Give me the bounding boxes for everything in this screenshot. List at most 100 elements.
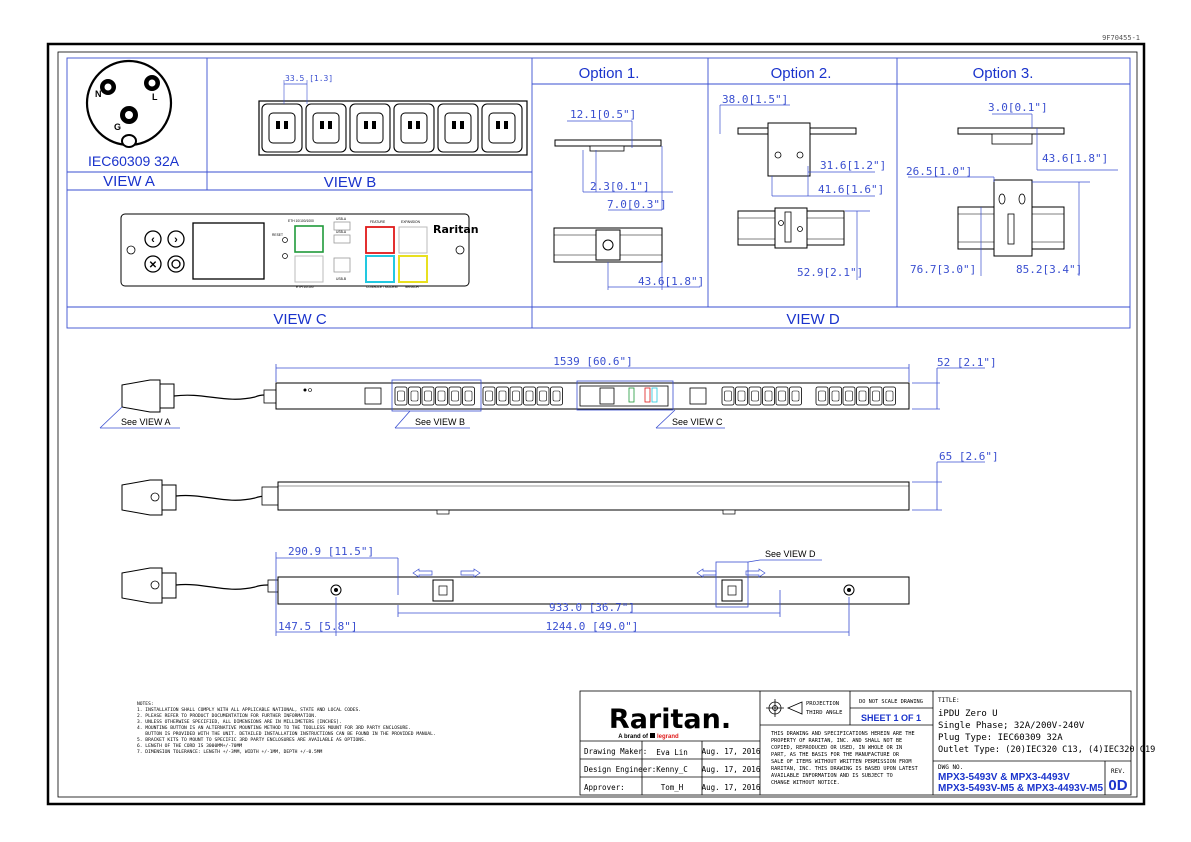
- front-outlet-socket-icon: [485, 390, 493, 402]
- see-view-c: See VIEW C: [672, 417, 723, 427]
- front-outlet-icon: [748, 386, 762, 406]
- option-2-dimlines: [719, 104, 875, 280]
- see-view-d: See VIEW D: [765, 549, 816, 559]
- outlet-socket-icon: [356, 112, 384, 144]
- outlet-socket-icon: [312, 112, 340, 144]
- svg-text:›: ›: [174, 234, 178, 246]
- outer-border: [46, 42, 1146, 806]
- title-line: iPDU Zero U: [938, 709, 998, 719]
- outlet-socket-icon: [488, 112, 516, 144]
- view-grid: [66, 57, 1131, 329]
- note-line: 2. PLEASE REFER TO PRODUCT DOCUMENTATION…: [137, 713, 317, 719]
- front-outlet-socket-icon: [498, 390, 507, 402]
- front-outlet-icon: [775, 386, 789, 406]
- sheet-number: SHEET 1 OF 1: [861, 713, 921, 723]
- option-1-dim: 43.6[1.8"]: [638, 275, 704, 288]
- row-name: Eva Lin: [656, 748, 688, 757]
- front-outlet-socket-icon: [737, 390, 746, 402]
- front-outlet-socket-icon: [437, 390, 446, 402]
- note-line: BUTTON IS PROVIDED WITH THE UNIT. DETAIL…: [137, 731, 436, 737]
- side-dimlines: [912, 461, 985, 511]
- option-1-dim: 7.0[0.3"]: [607, 198, 667, 211]
- front-outlet-socket-icon: [872, 390, 880, 402]
- socket-letter-g: G: [114, 122, 121, 132]
- option-1-dim: 12.1[0.5"]: [570, 108, 636, 121]
- outlet-icon: [393, 103, 435, 153]
- outlet-icon: [305, 103, 347, 153]
- approval-rows: Drawing Maker: Eva Lin Aug. 17, 2016 Des…: [584, 747, 761, 792]
- panel-label: RESET: [272, 233, 283, 237]
- svg-text:‹: ‹: [151, 234, 155, 246]
- outlet-pin-icon: [416, 121, 420, 129]
- front-outlet-icon: [883, 386, 896, 406]
- outlet-socket-icon: [444, 112, 472, 144]
- disclaimer-line: AVAILABLE INFORMATION AND IS SUBJECT TO: [771, 773, 893, 779]
- front-outlet-socket-icon: [424, 390, 432, 402]
- rear-dim-3: 147.5 [5.8"]: [278, 620, 357, 633]
- rear-dim-2: 933.0 [36.7"]: [549, 601, 635, 614]
- outlet-pin-icon: [284, 121, 288, 129]
- disclaimer-line: PART, AS THE BASIS FOR THE MANUFACTURE O…: [771, 752, 900, 758]
- front-outlet-icon: [762, 386, 775, 406]
- option-1-dimlines: [567, 120, 700, 290]
- note-line: 6. LENGTH OF THE CORD IS 3000MM+/-70MM: [137, 743, 242, 749]
- note-line: 1. INSTALLATION SHALL COMPLY WITH ALL AP…: [137, 707, 361, 713]
- option-3-dim: 3.0[0.1"]: [988, 101, 1048, 114]
- option-3-dim: 26.5[1.0"]: [906, 165, 972, 178]
- outlet-pin-icon: [408, 121, 412, 129]
- front-outlet-socket-icon: [831, 390, 840, 402]
- disclaimer-line: CHANGE WITHOUT NOTICE.: [771, 780, 840, 786]
- projection-symbol-icon: [766, 699, 803, 717]
- rear-dimlines: [275, 552, 850, 636]
- outlet-pin-icon: [452, 121, 456, 129]
- rev-label: REV.: [1111, 768, 1125, 775]
- front-outlet-socket-icon: [791, 390, 800, 402]
- breaker-icon: [689, 387, 707, 405]
- disclaimer-line: RARITAN, INC. THIS DRAWING IS BASED UPON…: [771, 766, 918, 772]
- socket-letter-n: N: [95, 89, 102, 99]
- disclaimer-line: PROPERTY OF RARITAN, INC. AND SHALL NOT …: [771, 738, 902, 744]
- title-line: Single Phase; 32A/200V-240V: [938, 721, 1085, 731]
- panel-label: ETH 10/100: [296, 285, 314, 289]
- row-role: Design Engineer:: [584, 765, 656, 774]
- title-block-brand-sub2: legrand: [657, 734, 679, 740]
- title-label: TITLE:: [938, 697, 960, 704]
- option-1-dim: 2.3[0.1"]: [590, 180, 650, 193]
- view-b-outlets: [258, 100, 528, 156]
- front-outlet-icon: [482, 386, 496, 406]
- front-outlet-icon: [869, 386, 883, 406]
- outlet-pin-icon: [328, 121, 332, 129]
- notes: NOTES: 1. INSTALLATION SHALL COMPLY WITH…: [137, 701, 436, 755]
- title-line: Outlet Type: (20)IEC320 C13, (4)IEC320 C…: [938, 745, 1155, 755]
- row-date: Aug. 17, 2016: [702, 747, 761, 756]
- row-name: Kenny_C: [656, 765, 688, 774]
- dwg-line: MPX3-5493V-M5 & MPX3-4493V-M5: [938, 783, 1104, 794]
- front-outlet-socket-icon: [818, 390, 826, 402]
- option-2-title: Option 2.: [771, 65, 832, 82]
- option-3-title: Option 3.: [973, 65, 1034, 82]
- panel-label: ETH 10/100/1000: [288, 219, 314, 223]
- front-outlet-icon: [496, 386, 509, 406]
- outlet-icon: [349, 103, 391, 153]
- front-outlet-icon: [509, 386, 523, 406]
- title-block-brand-sub: A brand of: [618, 734, 649, 740]
- disclaimer: THIS DRAWING AND SPECIFICATIONS HEREIN A…: [771, 731, 918, 786]
- front-outlet-socket-icon: [539, 390, 547, 402]
- front-outlet-socket-icon: [751, 390, 759, 402]
- title-block-brand: Raritan.: [609, 704, 731, 735]
- note-line: 5. BRACKET KITS TO MOUNT TO SPECIFIC 3RD…: [137, 737, 367, 743]
- outlet-pin-icon: [496, 121, 500, 129]
- front-outlet-socket-icon: [845, 390, 853, 402]
- main-depth-dim: 65 [2.6"]: [939, 450, 999, 463]
- option-2-dim: 38.0[1.5"]: [722, 93, 788, 106]
- option-3-dim: 85.2[3.4"]: [1016, 263, 1082, 276]
- option-3-dimlines: [908, 113, 1118, 276]
- pdu-front-view: [121, 379, 910, 413]
- note-line: 3. UNLESS OTHERWISE SPECIFIED, ALL DIMEN…: [137, 719, 342, 725]
- note-line: 7. DIMENSION TOLERANCE: LENGTH +/-3MM, W…: [137, 749, 323, 755]
- panel-label: CONSOLE / MODEM: [366, 285, 398, 289]
- front-outlet-socket-icon: [410, 390, 419, 402]
- front-outlet-socket-icon: [552, 390, 561, 402]
- doc-number: 9F70455-1: [1102, 34, 1140, 42]
